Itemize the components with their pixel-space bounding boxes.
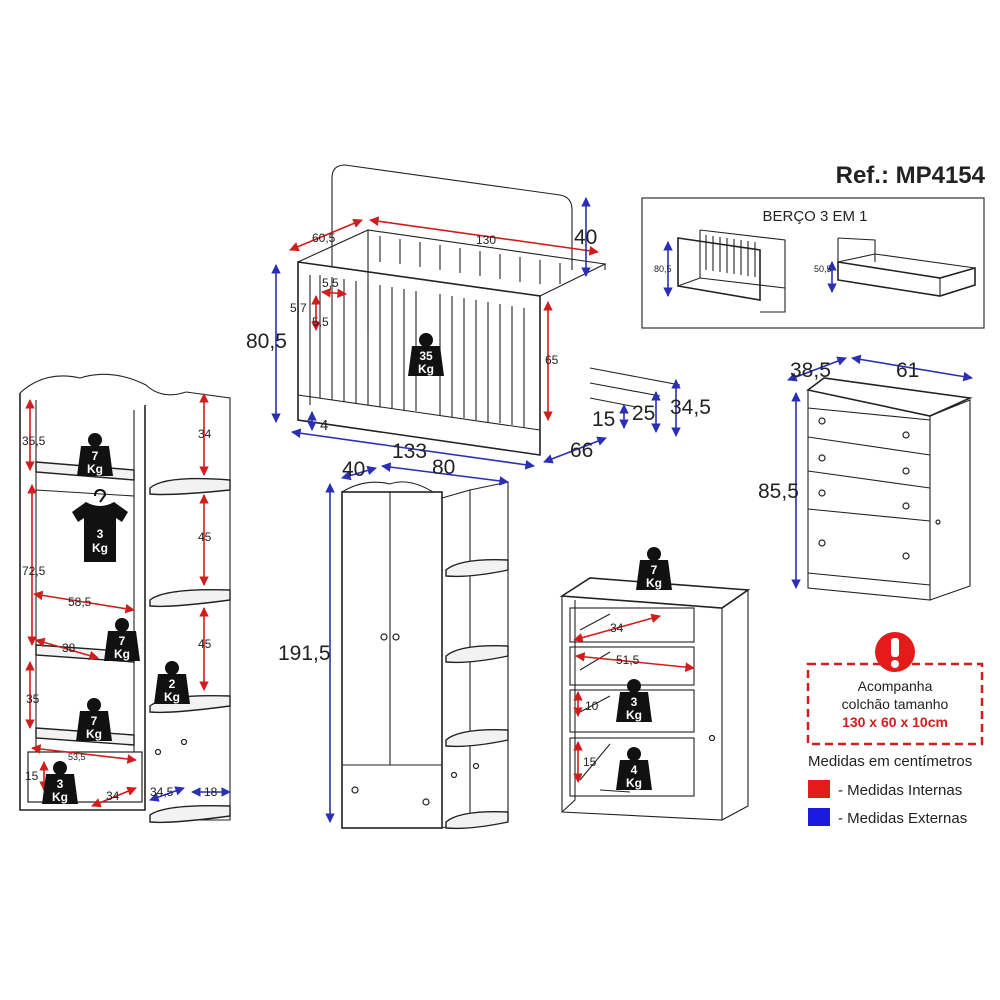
crib-depth-top: 60,5 bbox=[312, 231, 336, 245]
bookcase-weight-drawer-value: 3 bbox=[57, 777, 64, 791]
commode-weight-top-value: 7 bbox=[651, 563, 658, 577]
bookcase-lower-space: 35 bbox=[26, 692, 40, 706]
dresser-depth: 38,5 bbox=[790, 359, 831, 382]
commode-drawer-height-mid: 10 bbox=[585, 699, 599, 713]
bookcase-shelf-depth: 38 bbox=[62, 641, 76, 655]
commode-weight-top-icon: 7 Kg bbox=[636, 547, 672, 590]
bookcase-weight-side-value: 2 bbox=[169, 677, 176, 691]
wardrobe-height: 191,5 bbox=[278, 642, 331, 665]
crib-headboard-height: 40 bbox=[574, 226, 597, 249]
bookcase-weight-shelf-value: 7 bbox=[119, 634, 126, 648]
commode-drawer-height-low: 15 bbox=[583, 755, 597, 769]
mini-crib-height: 80,5 bbox=[654, 264, 672, 274]
bookcase-weight-lower-unit: Kg bbox=[86, 727, 102, 741]
warning-icon bbox=[875, 632, 915, 672]
dresser-width: 61 bbox=[896, 359, 919, 382]
crib-total-height: 80,5 bbox=[246, 330, 287, 353]
crib-drawing bbox=[297, 164, 607, 456]
mini-bed-height: 50,5 bbox=[814, 264, 832, 274]
crib-total-depth: 66 bbox=[570, 439, 593, 462]
bookcase-weight-shelf-icon: 7 Kg bbox=[104, 618, 140, 661]
commode-drawer-depth: 34 bbox=[610, 621, 624, 635]
legend-internal-swatch bbox=[808, 780, 830, 798]
bookcase-drawer-height: 15 bbox=[25, 769, 39, 783]
bookcase-drawer-depth: 34 bbox=[106, 789, 120, 803]
legend-external-label: - Medidas Externas bbox=[838, 810, 967, 827]
bookcase-top-space: 35,5 bbox=[22, 434, 46, 448]
crib-level-mid: 25 bbox=[632, 402, 655, 425]
commode-drawer-width: 51,5 bbox=[616, 653, 640, 667]
legend-title: Medidas em centímetros bbox=[808, 753, 972, 770]
commode-weight-drawer-unit: Kg bbox=[626, 708, 642, 722]
crib-inset-title: BERÇO 3 EM 1 bbox=[762, 208, 867, 225]
bookcase-side-space-2: 45 bbox=[198, 530, 212, 544]
commode-weight-top-unit: Kg bbox=[646, 576, 662, 590]
commode-weight-low-icon: 4 Kg bbox=[616, 747, 652, 790]
legend: Medidas em centímetros - Medidas Interna… bbox=[808, 753, 972, 827]
bookcase-drawer-width: 53,5 bbox=[68, 752, 86, 762]
bookcase-weight-hanger-unit: Kg bbox=[92, 541, 108, 555]
crib-3-in-1-inset: BERÇO 3 EM 1 80,5 50,5 bbox=[641, 197, 985, 329]
dresser-height: 85,5 bbox=[758, 480, 799, 503]
bookcase-hanger-shirt-icon: 3 Kg bbox=[72, 488, 128, 562]
crib-slat-gap-c: 5,5 bbox=[312, 315, 329, 329]
crib-level-low: 15 bbox=[592, 408, 615, 431]
bookcase-drawing bbox=[19, 373, 231, 824]
bookcase-weight-lower-value: 7 bbox=[91, 714, 98, 728]
bookcase-weight-top-icon: 7 Kg bbox=[77, 433, 113, 476]
dresser-drawing bbox=[806, 377, 973, 601]
wardrobe-drawing bbox=[341, 481, 509, 830]
crib-inner-length: 130 bbox=[476, 233, 496, 247]
crib-slat-gap-b: 5,7 bbox=[290, 301, 307, 315]
notice-line-2: colchão tamanho bbox=[842, 696, 949, 712]
crib-weight-unit: Kg bbox=[418, 362, 434, 376]
bookcase-weight-shelf-unit: Kg bbox=[114, 647, 130, 661]
bookcase-side-space-1: 34 bbox=[198, 427, 212, 441]
bookcase-weight-side-unit: Kg bbox=[164, 690, 180, 704]
wardrobe-depth: 40 bbox=[342, 458, 365, 481]
reference-title: Ref.: MP4154 bbox=[836, 162, 986, 189]
crib-slat-gap-a: 5,5 bbox=[322, 276, 339, 290]
legend-internal-label: - Medidas Internas bbox=[838, 782, 962, 799]
bookcase-weight-hanger-value: 3 bbox=[97, 527, 104, 541]
mini-crib-drawing bbox=[677, 229, 786, 313]
commode-weight-low-value: 4 bbox=[631, 763, 638, 777]
mini-bed-drawing bbox=[837, 237, 976, 297]
crib-inner-height: 65 bbox=[545, 353, 559, 367]
bookcase-weight-side-icon: 2 Kg bbox=[154, 661, 190, 704]
bookcase-hanging-space: 72,5 bbox=[22, 564, 46, 578]
bookcase-weight-top-value: 7 bbox=[92, 449, 99, 463]
wardrobe-width: 80 bbox=[432, 456, 455, 479]
mattress-notice: Acompanha colchão tamanho 130 x 60 x 10c… bbox=[806, 632, 984, 746]
crib-weight-icon: 35 Kg bbox=[408, 333, 444, 376]
commode-weight-drawer-icon: 3 Kg bbox=[616, 679, 652, 722]
notice-line-3: 130 x 60 x 10cm bbox=[842, 714, 948, 730]
bookcase-weight-drawer-unit: Kg bbox=[52, 790, 68, 804]
commode-weight-low-unit: Kg bbox=[626, 776, 642, 790]
bookcase-weight-top-unit: Kg bbox=[87, 462, 103, 476]
crib-weight-value: 35 bbox=[419, 349, 433, 363]
legend-external-swatch bbox=[808, 808, 830, 826]
crib-total-length: 133 bbox=[392, 440, 427, 463]
crib-floor-gap: 4 bbox=[320, 417, 328, 434]
bookcase-side-space-3: 45 bbox=[198, 637, 212, 651]
bookcase-side-depth: 34,5 bbox=[150, 785, 174, 799]
bookcase-side-width: 18 bbox=[204, 785, 218, 799]
notice-line-1: Acompanha bbox=[858, 678, 933, 694]
bookcase-inner-width: 58,5 bbox=[68, 595, 92, 609]
commode-weight-drawer-value: 3 bbox=[631, 695, 638, 709]
bookcase-weight-lower-icon: 7 Kg bbox=[76, 698, 112, 741]
bookcase-weight-drawer-icon: 3 Kg bbox=[42, 761, 78, 804]
crib-level-high: 34,5 bbox=[670, 396, 711, 419]
